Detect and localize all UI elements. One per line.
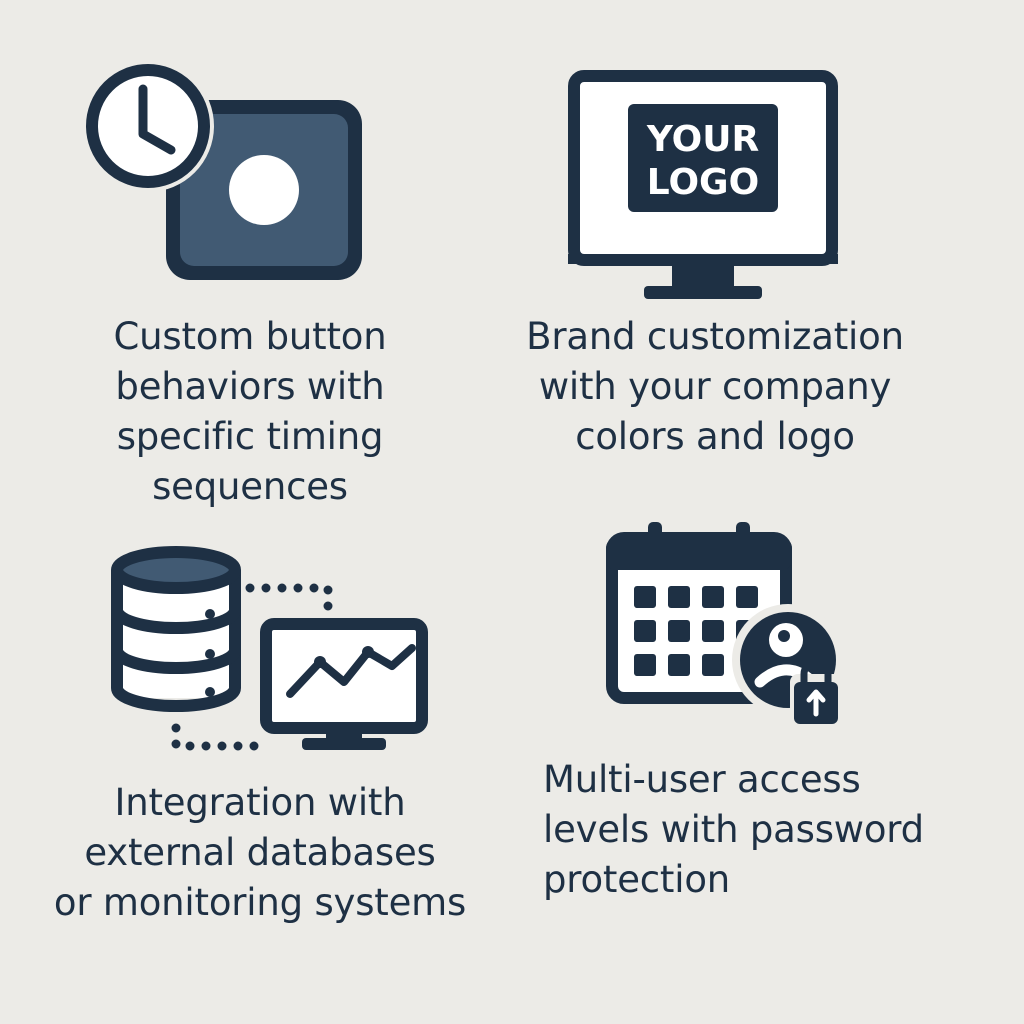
caption-line: with your company	[538, 365, 892, 408]
caption-line: or monitoring systems	[53, 881, 467, 924]
caption-line: Custom button	[113, 315, 387, 358]
caption-line: sequences	[152, 465, 348, 508]
logo-line-1: YOUR	[646, 119, 759, 160]
logo-line-2: LOGO	[647, 162, 759, 203]
caption-line: external databases	[84, 831, 436, 874]
caption-multi-user-access: Multi-user access levels with password p…	[543, 755, 983, 905]
caption-line: colors and logo	[575, 415, 855, 458]
database-monitor-icon	[106, 546, 436, 760]
caption-line: levels with password	[543, 808, 924, 851]
caption-custom-button-behaviors: Custom button behaviors with specific ti…	[60, 312, 440, 512]
caption-line: behaviors with	[115, 365, 385, 408]
caption-brand-customization: Brand customization with your company co…	[500, 312, 930, 462]
caption-line: Integration with	[114, 781, 406, 824]
caption-line: Multi-user access	[543, 758, 861, 801]
calendar-user-lock-icon	[606, 520, 846, 730]
monitor-logo-icon: YOUR LOGO	[568, 70, 838, 300]
caption-database-integration: Integration with external databases or m…	[40, 778, 480, 928]
caption-line: specific timing	[116, 415, 384, 458]
caption-line: Brand customization	[526, 315, 904, 358]
caption-line: protection	[543, 858, 731, 901]
timer-button-icon	[82, 60, 366, 284]
